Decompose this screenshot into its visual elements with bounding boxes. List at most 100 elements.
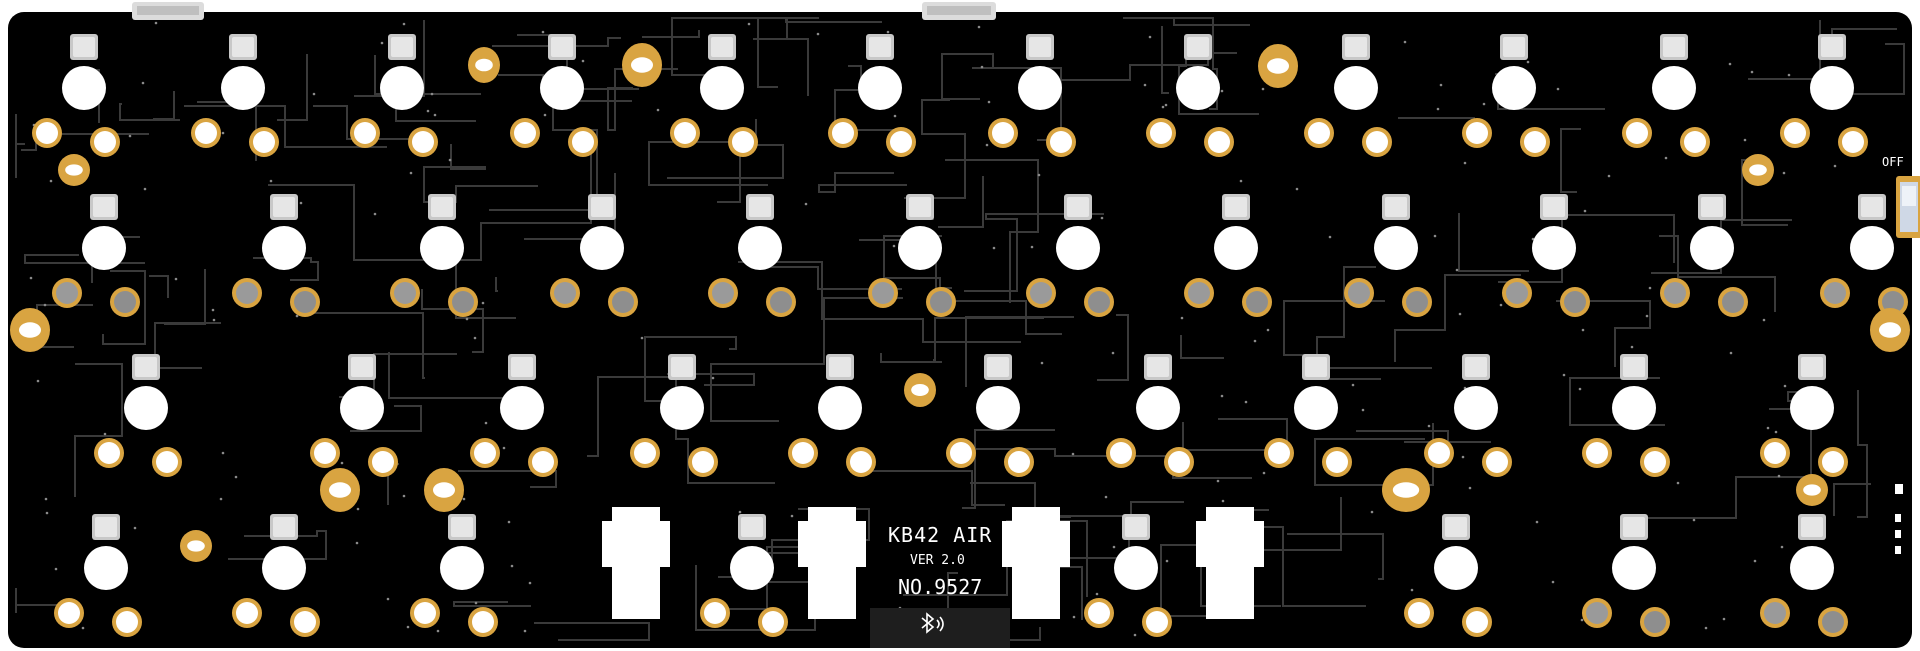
via <box>1482 102 1486 106</box>
key-switch <box>1760 514 1848 637</box>
via <box>1410 588 1414 592</box>
trace <box>945 159 1039 303</box>
trace <box>453 601 531 607</box>
via <box>1455 268 1459 272</box>
via <box>1239 179 1243 183</box>
via <box>484 421 488 425</box>
via <box>528 581 532 585</box>
usb-connector-center <box>922 2 996 20</box>
via <box>1766 426 1770 430</box>
via <box>1164 103 1168 107</box>
bluetooth-panel <box>870 608 1010 648</box>
via <box>373 212 377 216</box>
bluetooth-icon <box>921 612 944 634</box>
via <box>541 30 545 34</box>
via <box>1535 520 1539 524</box>
trace <box>388 352 503 399</box>
trace <box>933 317 1044 361</box>
board-version: VER 2.0 <box>910 553 965 568</box>
via <box>886 30 890 34</box>
status-leds <box>1895 484 1903 554</box>
via <box>481 301 485 305</box>
via <box>1607 174 1611 178</box>
trace <box>1843 43 1905 95</box>
power-switch[interactable] <box>1896 176 1920 238</box>
via <box>1266 328 1270 332</box>
via <box>1439 83 1443 87</box>
mounting-hole <box>1258 44 1298 88</box>
socket-cutout <box>798 507 866 619</box>
trace <box>149 275 169 298</box>
key-switch <box>1084 514 1172 637</box>
key-switch <box>510 34 598 157</box>
mounting-hole <box>1742 154 1774 186</box>
via <box>234 475 238 479</box>
trace <box>671 17 788 76</box>
via <box>1833 164 1837 168</box>
via <box>1664 156 1668 160</box>
socket-cutout <box>602 507 670 619</box>
via <box>816 32 820 36</box>
via <box>640 336 644 340</box>
via <box>44 497 48 501</box>
key-switch <box>1820 194 1908 317</box>
via <box>656 108 660 112</box>
key-switch <box>1760 354 1848 477</box>
via <box>1463 161 1467 165</box>
via <box>1244 400 1248 404</box>
via <box>1433 234 1437 238</box>
via <box>295 314 299 318</box>
key-switch <box>94 354 182 477</box>
trace <box>1458 213 1529 272</box>
key-switch <box>1502 194 1590 317</box>
key-switch <box>1264 354 1352 477</box>
via <box>402 22 406 26</box>
trace <box>119 103 180 121</box>
trace <box>738 261 1021 343</box>
mounting-hole <box>1382 468 1430 512</box>
via <box>543 113 547 117</box>
key-switch <box>1780 34 1868 157</box>
via <box>977 25 981 29</box>
mounting-hole <box>180 530 212 562</box>
via <box>269 179 273 183</box>
via <box>1351 383 1355 387</box>
via <box>1787 73 1791 77</box>
via <box>581 59 585 63</box>
via <box>1165 559 1169 563</box>
via <box>1551 580 1555 584</box>
via <box>1111 351 1115 355</box>
key-switch <box>1622 34 1710 157</box>
mounting-hole <box>1796 474 1828 506</box>
via <box>1361 408 1365 412</box>
via <box>1427 424 1431 428</box>
via <box>402 494 406 498</box>
switch-off-label: OFF <box>1882 155 1904 169</box>
trace <box>268 184 516 319</box>
via <box>502 446 506 450</box>
via <box>1262 471 1266 475</box>
trace <box>644 336 737 402</box>
trace <box>1659 235 1776 312</box>
via <box>1728 62 1732 66</box>
board-serial: NO.9527 <box>898 575 982 599</box>
via <box>128 134 132 138</box>
via <box>1722 617 1726 621</box>
via <box>1458 312 1462 316</box>
key-switch <box>390 194 478 317</box>
via <box>1562 373 1566 377</box>
via <box>1648 286 1652 290</box>
mounting-hole <box>58 154 90 186</box>
pcb-traces <box>15 17 1905 641</box>
mounting-holes <box>10 43 1910 562</box>
trace <box>154 322 221 369</box>
key-switch <box>310 354 398 477</box>
mounting-hole <box>468 47 500 83</box>
trace <box>450 144 486 170</box>
mounting-hole <box>1870 308 1910 352</box>
via <box>510 564 514 568</box>
trace <box>1123 17 1218 110</box>
key-switch <box>550 194 638 317</box>
via <box>29 276 33 280</box>
